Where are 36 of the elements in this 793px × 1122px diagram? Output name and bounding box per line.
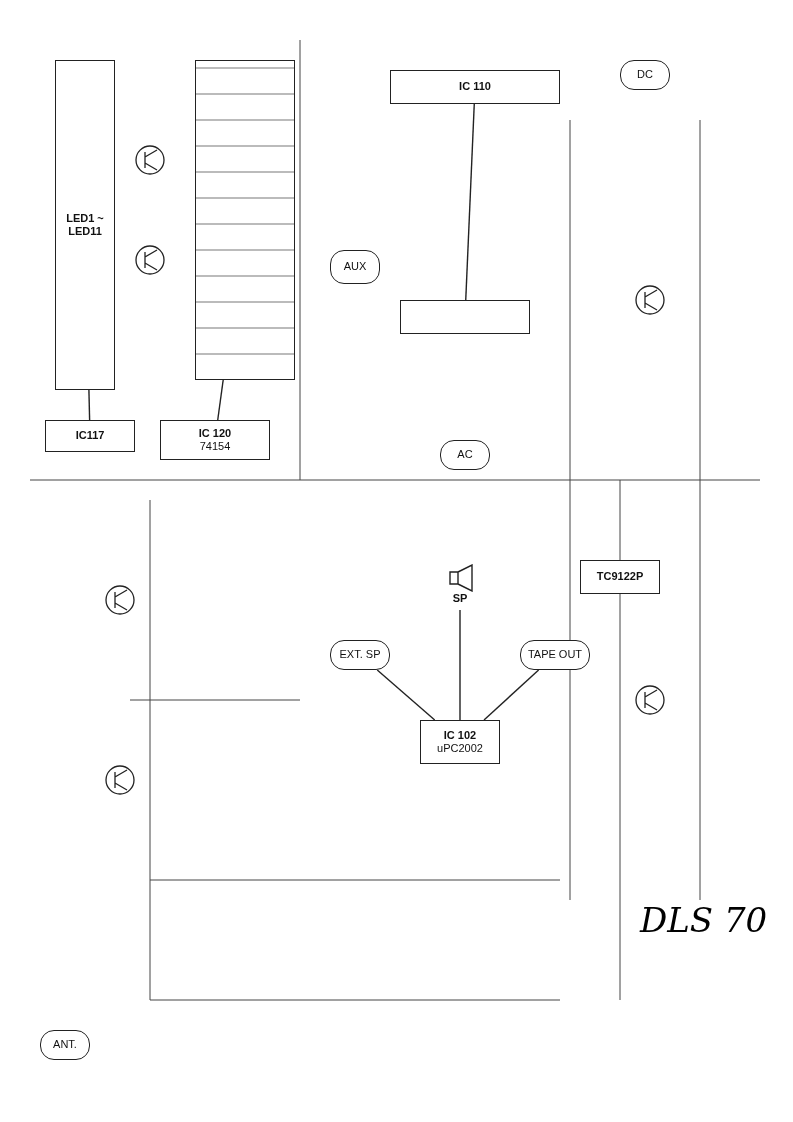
led-display-strip [55, 60, 115, 390]
ic-chip [160, 420, 270, 460]
model-name: DLS 70 [640, 900, 768, 940]
part-number: uPC2002 [437, 742, 483, 756]
component-label: IC 120 [198, 426, 232, 440]
component-label: TC9122P [596, 570, 644, 584]
component-label: IC 110 [459, 80, 491, 94]
connector-jack [330, 640, 390, 670]
component-label: IC117 [75, 429, 105, 443]
component-label: SP [452, 592, 468, 606]
component-label: EXT. SP [339, 648, 381, 662]
ic-chip [580, 560, 660, 594]
wire [217, 379, 224, 421]
wire [465, 103, 475, 301]
connector-jack [440, 440, 490, 470]
connector-jack [620, 60, 670, 90]
component-label: IC 102 [443, 728, 477, 742]
component-label: AUX [343, 260, 367, 274]
component-label: ANT. [53, 1038, 77, 1052]
component-label: AC [457, 448, 473, 462]
wire [376, 669, 436, 721]
part-number: 74154 [199, 440, 231, 454]
component-label: TAPE OUT [527, 648, 583, 662]
key-matrix [195, 60, 295, 380]
ic-chip [420, 720, 500, 764]
wire [483, 669, 540, 721]
wire [459, 609, 461, 721]
connector-jack [520, 640, 590, 670]
ic-chip [400, 300, 530, 334]
wire [88, 389, 91, 421]
connector-jack [330, 250, 380, 284]
component-label: LED1 ~ LED11 [65, 211, 105, 239]
ic-chip [45, 420, 135, 452]
component-label: DC [637, 68, 653, 82]
ic-chip [390, 70, 560, 104]
connector-jack [40, 1030, 90, 1060]
